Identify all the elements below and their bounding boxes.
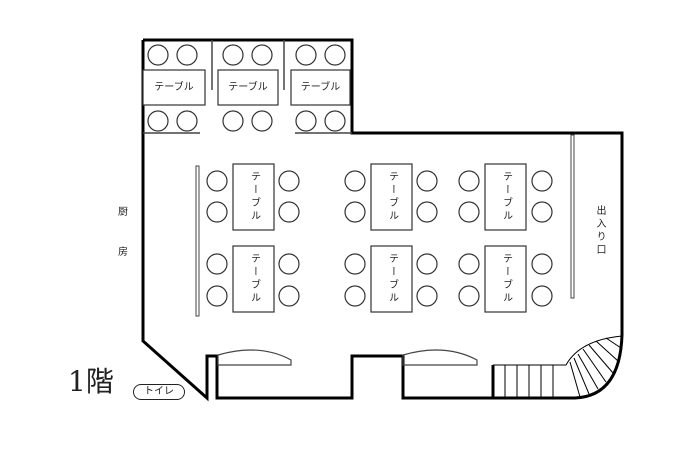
- chair: [344, 253, 366, 275]
- chair: [458, 201, 480, 223]
- chair: [416, 201, 438, 223]
- table: [484, 163, 527, 231]
- chair: [176, 110, 198, 132]
- table-label: テーブル: [500, 171, 512, 223]
- chair: [344, 285, 366, 307]
- toilet-label: トイレ: [133, 384, 185, 400]
- chair: [251, 44, 273, 66]
- chair: [147, 44, 169, 66]
- table: [217, 69, 279, 106]
- chair: [416, 170, 438, 192]
- table-label: テーブル: [300, 81, 341, 93]
- stairs: [493, 335, 623, 398]
- chair: [278, 170, 300, 192]
- chair: [324, 110, 346, 132]
- kitchen-label-1: 厨: [118, 207, 128, 218]
- table: [370, 163, 413, 231]
- chair: [206, 201, 228, 223]
- table-label: テーブル: [500, 253, 512, 305]
- chair: [531, 253, 553, 275]
- table-label: テーブル: [386, 253, 398, 305]
- chair: [344, 201, 366, 223]
- table-label: テーブル: [228, 81, 268, 93]
- table-label: テーブル: [248, 253, 260, 305]
- chair: [278, 201, 300, 223]
- partition-right: [570, 134, 575, 299]
- chair: [295, 44, 317, 66]
- table: [290, 69, 351, 106]
- chair: [222, 110, 244, 132]
- entrance-label: 出入り口: [594, 205, 605, 257]
- chair: [251, 110, 273, 132]
- kitchen-label-2: 房: [118, 247, 128, 258]
- table: [484, 245, 527, 313]
- table-label: テーブル: [154, 81, 194, 93]
- chair: [531, 170, 553, 192]
- chair: [295, 110, 317, 132]
- chair: [458, 285, 480, 307]
- table: [370, 245, 413, 313]
- chair: [206, 170, 228, 192]
- table: [232, 163, 275, 231]
- chair: [278, 285, 300, 307]
- chair: [458, 253, 480, 275]
- chair: [278, 253, 300, 275]
- floor-label: 1階: [68, 365, 114, 398]
- chair: [206, 285, 228, 307]
- chair: [531, 285, 553, 307]
- chair: [324, 44, 346, 66]
- partition-left: [195, 165, 200, 317]
- chair: [176, 44, 198, 66]
- chair: [206, 253, 228, 275]
- chair: [344, 170, 366, 192]
- outer-walls: [141, 38, 624, 402]
- chair: [147, 110, 169, 132]
- table: [142, 69, 206, 106]
- doors: [217, 349, 478, 366]
- chair: [416, 285, 438, 307]
- partitions: [143, 40, 352, 134]
- table-label: テーブル: [248, 171, 260, 223]
- table: [232, 245, 275, 313]
- chair: [222, 44, 244, 66]
- table-label: テーブル: [386, 171, 398, 223]
- chair: [416, 253, 438, 275]
- chair: [458, 170, 480, 192]
- chair: [531, 201, 553, 223]
